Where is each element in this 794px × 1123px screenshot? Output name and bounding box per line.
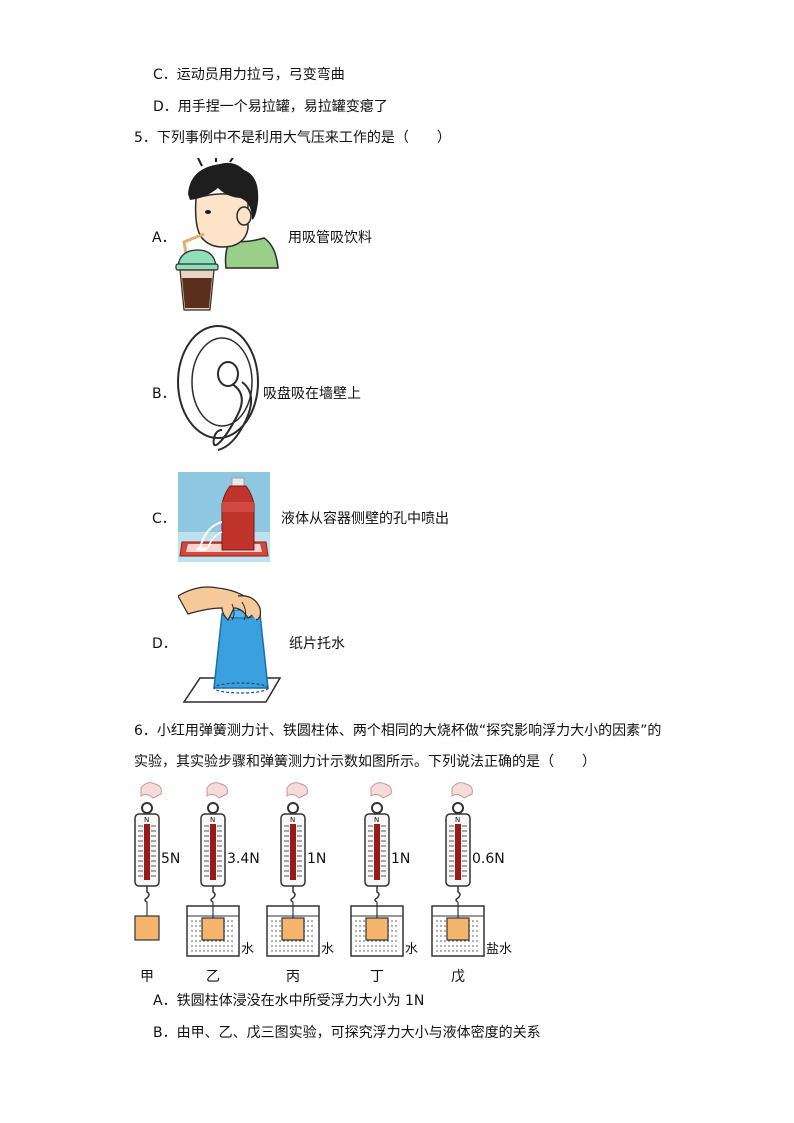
q6-stem-line2: 实验，其实验步骤和弹簧测力计示数如图所示。下列说法正确的是（ ） — [134, 754, 596, 770]
scale-reading: 3.4N — [227, 851, 260, 867]
suction-cup-hook-illustration — [177, 325, 259, 451]
q5-option-c-caption: 液体从容器侧壁的孔中喷出 — [281, 511, 449, 527]
step-label: 丙 — [286, 969, 300, 985]
scale-unit-label: N — [144, 816, 150, 824]
spring-scale-setup — [186, 782, 240, 957]
q5-option-a-letter: A． — [152, 230, 176, 246]
q5-option-b-letter: B． — [152, 386, 176, 402]
scale-unit-label: N — [290, 816, 296, 824]
q6-option-a: A．铁圆柱体浸没在水中所受浮力大小为 1N — [153, 993, 425, 1009]
step-label: 戊 — [451, 969, 465, 985]
q4-option-c: C．运动员用力拉弓，弓变弯曲 — [153, 67, 345, 83]
liquid-label: 盐水 — [486, 942, 513, 957]
q5-option-b-caption: 吸盘吸在墙壁上 — [263, 386, 361, 402]
paper-holds-water-illustration — [178, 586, 282, 703]
q5-option-d-caption: 纸片托水 — [289, 636, 345, 652]
scale-reading: 5N — [161, 851, 181, 867]
step-label: 乙 — [206, 969, 220, 985]
spring-scale-setup — [350, 782, 404, 957]
liquid-label: 水 — [321, 942, 335, 957]
q6-stem-line1: 6．小红用弹簧测力计、铁圆柱体、两个相同的大烧杯做“探究影响浮力大小的因素”的 — [134, 723, 662, 739]
q5-option-d-letter: D． — [152, 636, 177, 652]
q4-option-d: D．用手捏一个易拉罐，易拉罐变瘪了 — [153, 99, 388, 115]
step-label: 甲 — [140, 969, 154, 985]
spring-scale-setup — [134, 782, 162, 941]
spring-scale-setup — [431, 782, 485, 957]
scale-reading: 0.6N — [472, 851, 505, 867]
bottle-jet-illustration — [178, 472, 270, 562]
step-label: 丁 — [370, 969, 384, 985]
q5-option-c-letter: C． — [152, 511, 176, 527]
scale-unit-label: N — [374, 816, 380, 824]
q5-stem: 5．下列事例中不是利用大气压来工作的是（ ） — [134, 130, 451, 146]
scale-unit-label: N — [455, 816, 461, 824]
q6-option-b: B．由甲、乙、戊三图实验，可探究浮力大小与液体密度的关系 — [153, 1025, 541, 1041]
q5-option-a-caption: 用吸管吸饮料 — [288, 230, 372, 246]
liquid-label: 水 — [405, 942, 419, 957]
scale-unit-label: N — [210, 816, 216, 824]
liquid-label: 水 — [241, 942, 255, 957]
boy-drinking-illustration — [175, 158, 279, 311]
scale-reading: 1N — [307, 851, 327, 867]
scale-reading: 1N — [391, 851, 411, 867]
spring-scale-setup — [266, 782, 320, 957]
